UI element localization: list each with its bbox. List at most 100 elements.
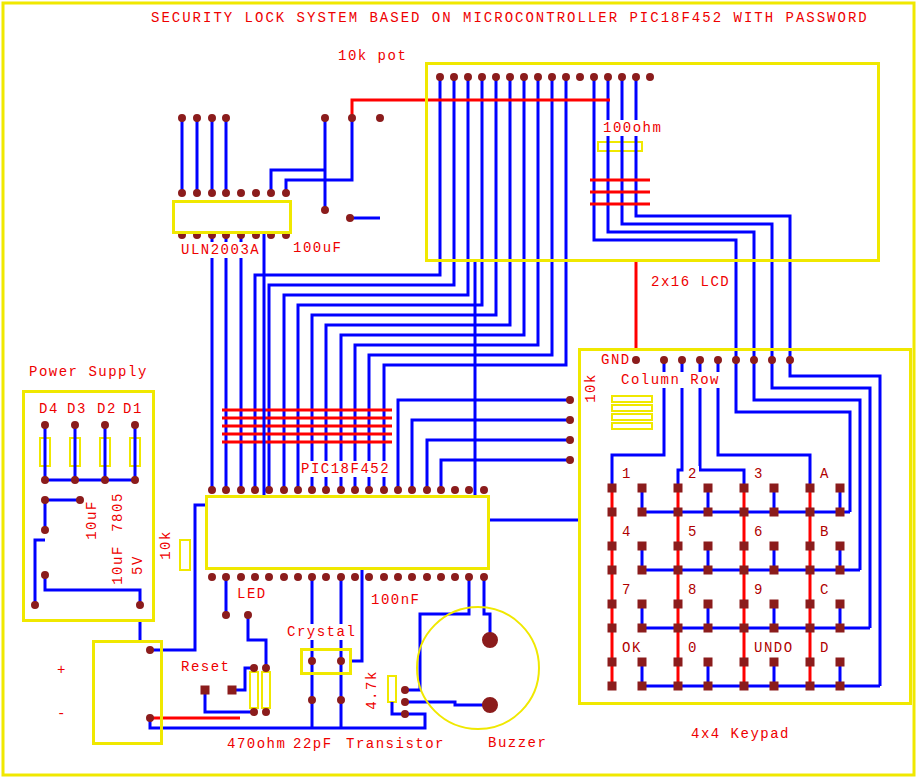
node-label: PIC18F452 [300, 461, 391, 477]
text-anchor: 10k [158, 529, 174, 561]
board-outline [3, 3, 914, 775]
text-anchor: 10k pot [337, 48, 408, 64]
text-anchor: D4 [38, 401, 60, 417]
pcb-trace [635, 262, 638, 348]
key-label: 9 [753, 582, 765, 598]
text-anchor: ULN2003A [180, 242, 261, 258]
text-anchor: 22pF [292, 736, 334, 752]
text-anchor: 10uF [84, 499, 100, 541]
component-label: D1 [122, 401, 144, 417]
text-anchor: 4x4 Keypad [690, 726, 791, 742]
text-anchor: Reset [180, 659, 232, 675]
text-anchor: 4 [621, 524, 633, 540]
text-anchor: Column Row [620, 372, 721, 388]
pcb-trace [474, 262, 477, 495]
pcb-trace [490, 519, 578, 522]
key-label: 5 [687, 524, 699, 540]
text-anchor: 6 [753, 524, 765, 540]
text-anchor: D [819, 640, 831, 656]
node-label: ULN2003A [180, 242, 261, 258]
component-label: 10uF [84, 499, 100, 541]
dc-input-box: +- [92, 640, 163, 745]
text-anchor: PIC18F452 [300, 461, 391, 477]
component-label: 100nF [370, 592, 422, 608]
text-anchor: D2 [96, 401, 118, 417]
text-anchor: 0 [687, 640, 699, 656]
key-label: OK [621, 640, 643, 656]
text-anchor: OK [621, 640, 643, 656]
text-anchor: A [819, 466, 831, 482]
component-label: 10k [583, 372, 599, 404]
text-anchor: + [56, 662, 68, 678]
component-label: 22pF [292, 736, 334, 752]
component-label: 4.7k [364, 669, 380, 711]
text-anchor: 100ohm [602, 120, 663, 136]
node-label: Crystal [286, 624, 357, 640]
component-label: 100uF [292, 240, 344, 256]
key-label: 0 [687, 640, 699, 656]
component-label: 470ohm [226, 736, 287, 752]
node-label: + [56, 662, 68, 678]
text-anchor: D3 [66, 401, 88, 417]
key-label: D [819, 640, 831, 656]
text-anchor: Buzzer [487, 735, 548, 751]
text-anchor: 470ohm [226, 736, 287, 752]
component-label: Reset [180, 659, 232, 675]
title-text: SECURITY LOCK SYSTEM BASED ON MICROCONTR… [150, 10, 870, 26]
node-label: - [56, 706, 68, 722]
text-anchor: B [819, 524, 831, 540]
text-anchor: 8 [687, 582, 699, 598]
component-label: D2 [96, 401, 118, 417]
buzzer-circle: Buzzer [416, 606, 540, 730]
key-label: 2 [687, 466, 699, 482]
key-label: UNDO [753, 640, 795, 656]
text-anchor: 5 [687, 524, 699, 540]
text-anchor: 2x16 LCD [650, 274, 731, 290]
text-anchor: UNDO [753, 640, 795, 656]
text-anchor: SECURITY LOCK SYSTEM BASED ON MICROCONTR… [150, 10, 870, 26]
text-anchor: 7805 [110, 491, 126, 533]
key-label: 1 [621, 466, 633, 482]
key-label: C [819, 582, 831, 598]
component-label: 5V [130, 554, 146, 576]
square-pad [205, 488, 840, 690]
component-label: 100ohm [602, 120, 663, 136]
pcb-trace [139, 622, 142, 640]
component-label: Column Row [620, 372, 721, 388]
text-anchor: 100nF [370, 592, 422, 608]
text-anchor: 3 [753, 466, 765, 482]
text-anchor: Power Supply [28, 364, 149, 380]
text-anchor: 1 [621, 466, 633, 482]
driver-ic-box: ULN2003A [172, 200, 292, 234]
text-anchor: 4.7k [364, 669, 380, 711]
node-label: 4x4 Keypad [690, 726, 791, 742]
text-anchor: D1 [122, 401, 144, 417]
text-anchor: 100uF [292, 240, 344, 256]
pcb-trace [352, 570, 362, 661]
component-label: LED [236, 586, 268, 602]
pcb-trace [263, 234, 266, 495]
buzzer-pad [482, 640, 498, 705]
text-anchor: LED [236, 586, 268, 602]
microcontroller-box: PIC18F452 [205, 495, 490, 570]
key-label: 6 [753, 524, 765, 540]
text-anchor: GND [600, 352, 632, 368]
key-label: 3 [753, 466, 765, 482]
node-label: Power Supply [28, 364, 149, 380]
lcd-box: 2x16 LCD [425, 62, 880, 262]
key-label: B [819, 524, 831, 540]
text-anchor: 9 [753, 582, 765, 598]
text-anchor: 2 [687, 466, 699, 482]
component-label: 10uF [110, 544, 126, 586]
node-label: 2x16 LCD [650, 274, 731, 290]
component-label: 7805 [110, 491, 126, 533]
key-label: 4 [621, 524, 633, 540]
crystal-box: Crystal [300, 648, 352, 675]
text-anchor: Transistor [345, 736, 446, 752]
text-anchor: 10uF [110, 544, 126, 586]
bottom-trace [35, 77, 880, 728]
